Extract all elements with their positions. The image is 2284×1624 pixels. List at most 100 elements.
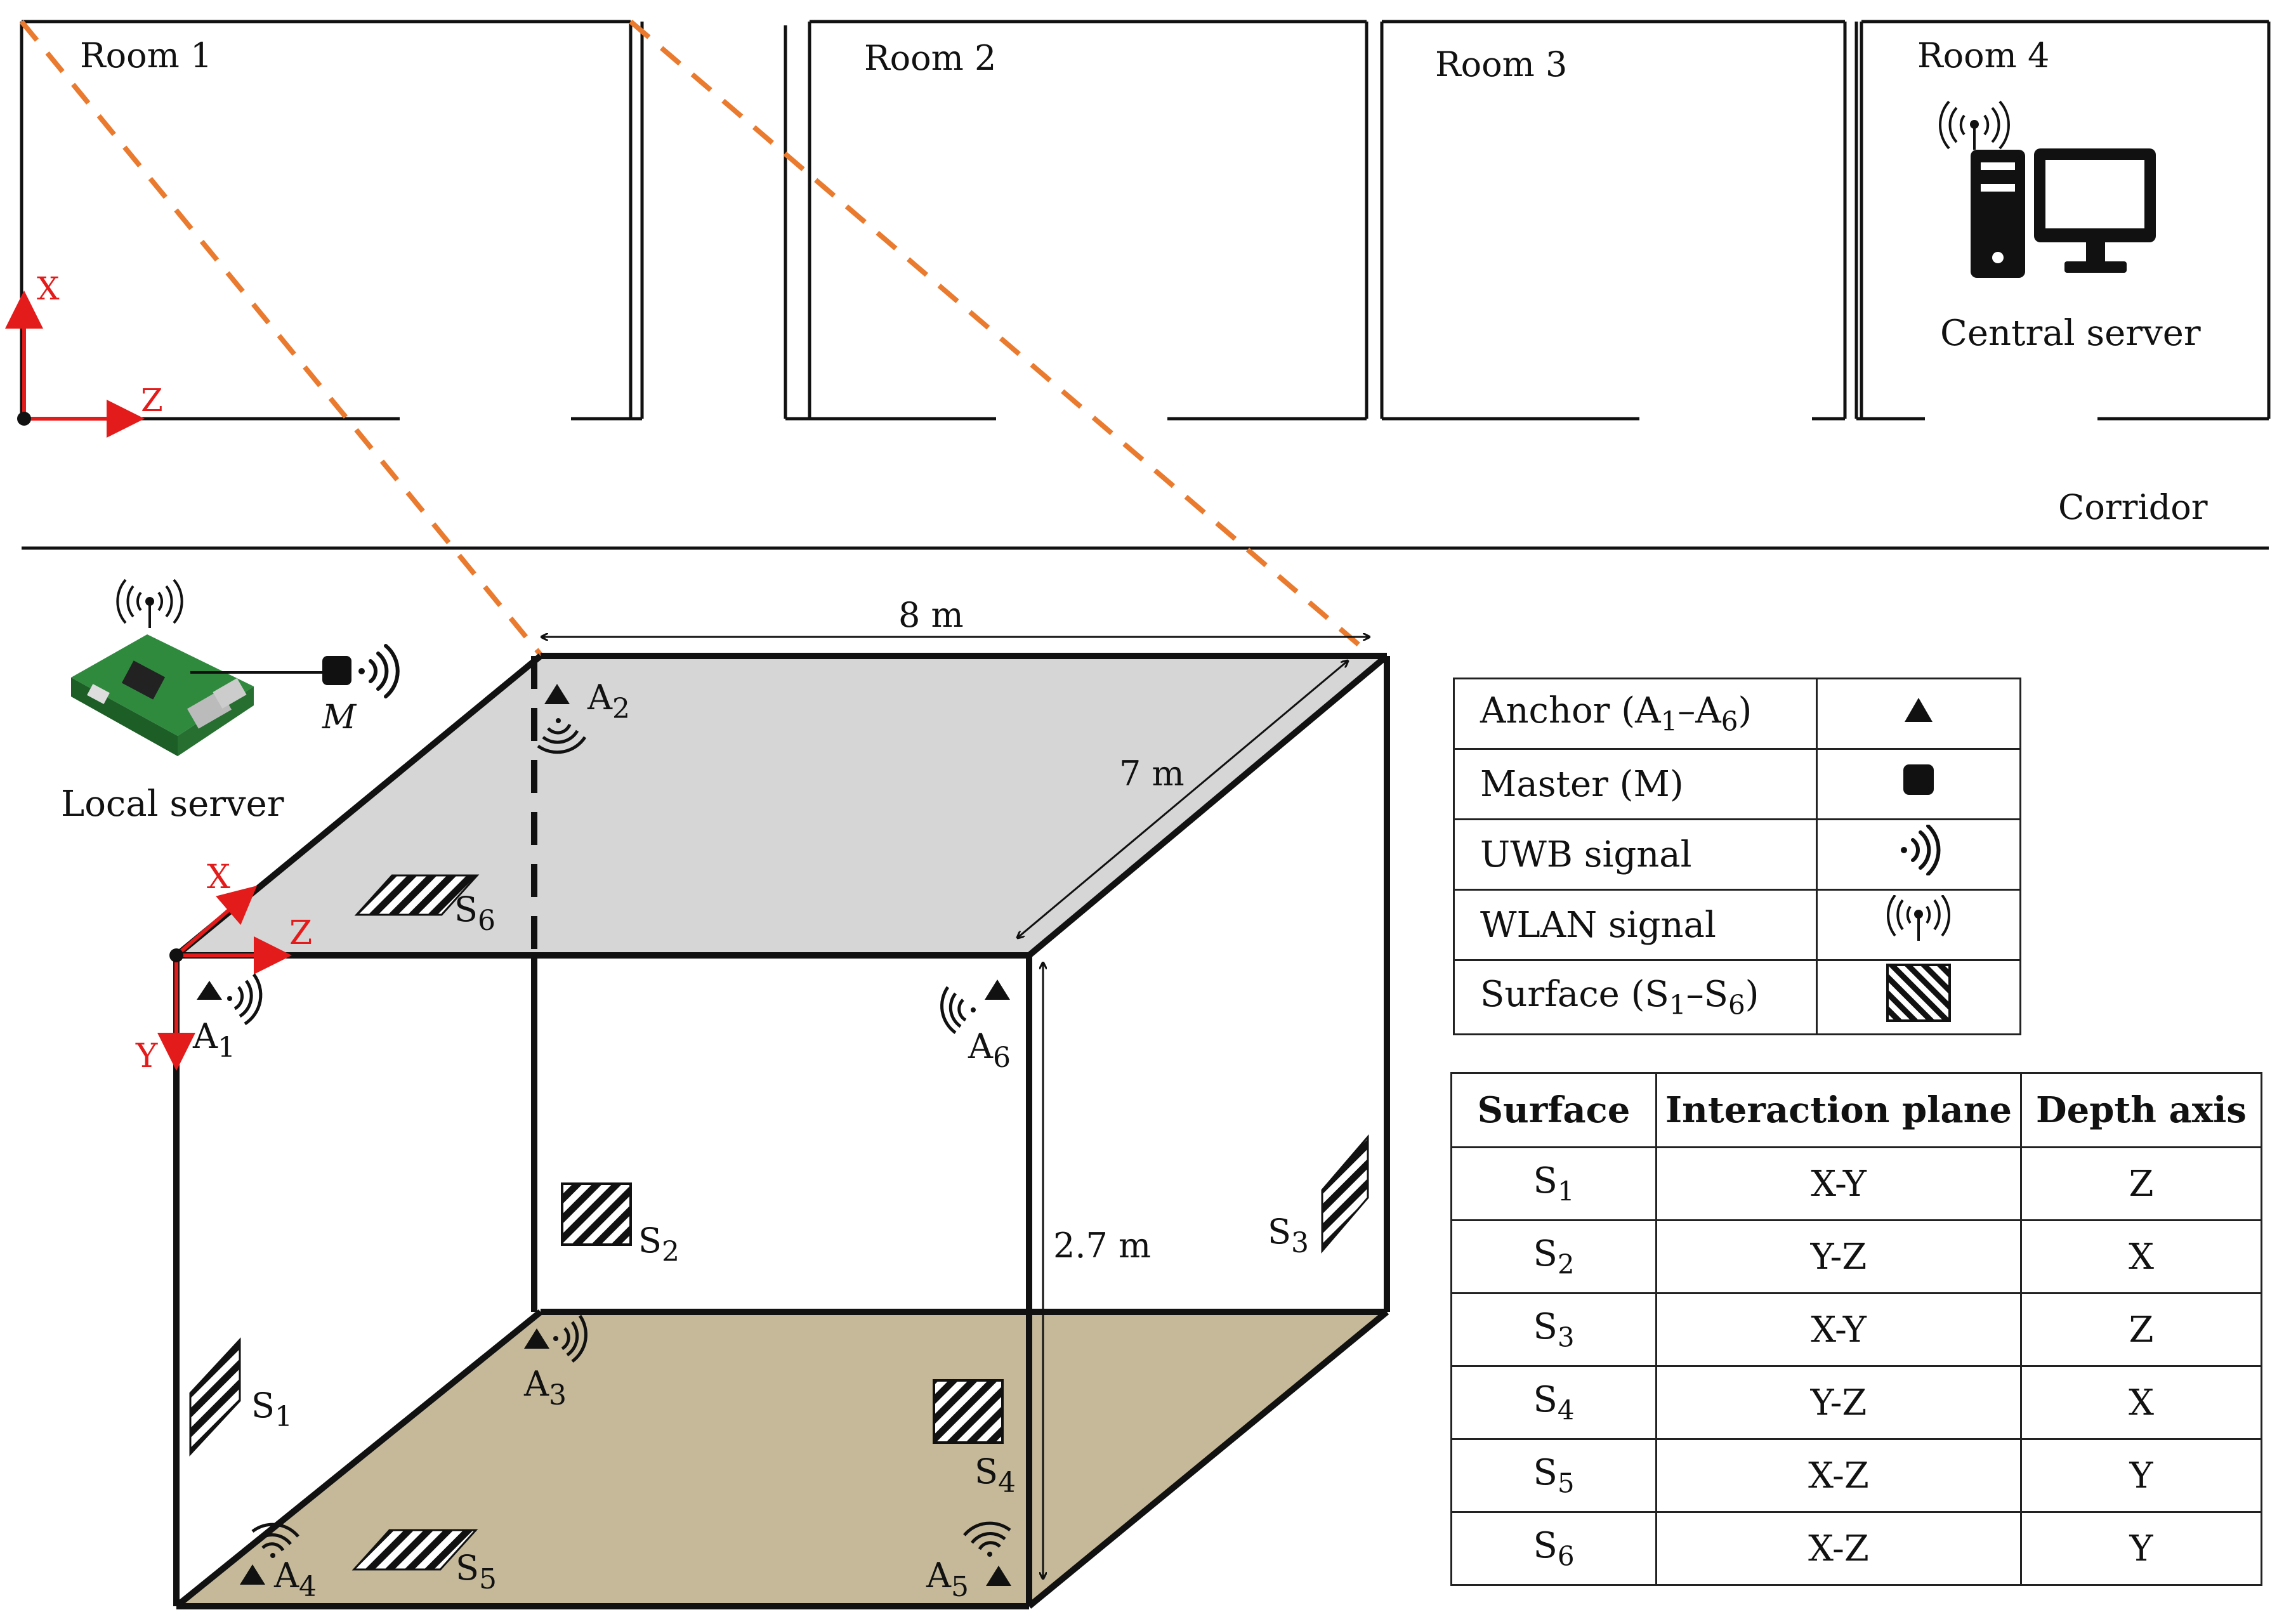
master-label: M <box>322 698 357 737</box>
projection-lines <box>19 19 1372 657</box>
uwb-signal-icon <box>251 1522 299 1558</box>
floor-plan <box>20 20 2271 550</box>
triangle-icon <box>985 979 1010 1000</box>
local-server-icon <box>71 579 330 756</box>
room-box <box>173 653 1390 1609</box>
legend-table: Anchor (A1–A6) Master (M) UWB signal WLA… <box>1453 678 2021 1035</box>
master-uwb-icon <box>358 644 400 698</box>
wlan-signal-icon <box>1886 894 1951 941</box>
svg-text:A5: A5 <box>926 1555 969 1603</box>
central-server-icon <box>1939 100 2156 278</box>
svg-text:S2: S2 <box>638 1221 679 1268</box>
room-y-label: Y <box>135 1037 158 1075</box>
anchor-a3: A3 <box>523 1314 587 1411</box>
uwb-signal-icon <box>553 1314 587 1363</box>
surface-s3: S3 <box>1268 1134 1369 1259</box>
axis-cell: Z <box>2020 1292 2262 1367</box>
svg-text:S3: S3 <box>1268 1212 1309 1259</box>
anchor-a5: A5 <box>926 1521 1011 1603</box>
room-2-label: Room 2 <box>864 38 996 78</box>
plane-cell: Y-Z <box>1655 1219 2022 1294</box>
axis-cell: Z <box>2020 1146 2262 1221</box>
room-4-label: Room 4 <box>1917 36 2049 75</box>
column-header: Interaction plane <box>1655 1072 2022 1148</box>
legend-row-anchor: Anchor (A1–A6) <box>1453 678 2021 750</box>
legend-label: Master (M) <box>1453 748 1818 820</box>
table-header-row: Surface Interaction plane Depth axis <box>1450 1072 2262 1148</box>
triangle-icon <box>197 981 222 1000</box>
table-row: S5 X-Z Y <box>1450 1438 2262 1513</box>
room-4-walls <box>1854 20 2271 421</box>
floorplan-x-label: X <box>37 270 60 307</box>
surface-cell: S5 <box>1450 1438 1657 1513</box>
triangle-icon <box>240 1564 265 1585</box>
legend-row-uwb: UWB signal <box>1453 818 2021 891</box>
room-3-walls <box>1380 20 1847 421</box>
room-axes: X Z Y <box>135 858 312 1075</box>
svg-text:S6: S6 <box>454 889 496 937</box>
local-server-label: Local server <box>61 783 284 825</box>
central-server-label: Central server <box>1940 313 2201 354</box>
column-header: Surface <box>1450 1072 1657 1148</box>
dimensions: 8 m 7 m 2.7 m <box>542 595 1369 1578</box>
hatch-icon <box>1886 964 1951 1022</box>
master-node <box>322 644 400 698</box>
room-3-label: Room 3 <box>1435 44 1567 84</box>
svg-text:S1: S1 <box>251 1385 292 1433</box>
legend-symbol <box>1816 889 2021 961</box>
triangle-icon <box>524 1328 549 1349</box>
legend-row-wlan: WLAN signal <box>1453 889 2021 961</box>
anchor-a6: A6 <box>940 979 1011 1074</box>
uwb-signal-icon <box>940 986 976 1035</box>
surface-cell: S3 <box>1450 1292 1657 1367</box>
legend-row-master: Master (M) <box>1453 748 2021 820</box>
room-x-label: X <box>207 858 230 896</box>
triangle-icon <box>544 684 570 704</box>
svg-text:S4: S4 <box>975 1451 1016 1499</box>
legend-symbol <box>1816 678 2021 750</box>
axis-cell: Y <box>2020 1438 2262 1513</box>
uwb-signal-icon <box>227 973 263 1026</box>
surface-table: Surface Interaction plane Depth axis S1 … <box>1450 1072 2262 1586</box>
plane-cell: Y-Z <box>1655 1365 2022 1440</box>
plane-cell: X-Z <box>1655 1511 2022 1586</box>
plane-cell: X-Y <box>1655 1146 2022 1221</box>
surface-cell: S2 <box>1450 1219 1657 1294</box>
column-header: Depth axis <box>2020 1072 2262 1148</box>
floor-plane <box>176 1312 1387 1606</box>
table-row: S2 Y-Z X <box>1450 1219 2262 1294</box>
room-1-label: Room 1 <box>80 36 212 75</box>
legend-label: WLAN signal <box>1453 889 1818 961</box>
svg-text:A3: A3 <box>523 1364 567 1411</box>
anchor-a2: A2 <box>537 678 630 754</box>
svg-text:A6: A6 <box>968 1026 1011 1074</box>
triangle-icon <box>1905 697 1933 722</box>
local-wlan-icon <box>116 579 183 628</box>
surface-s5: S5 <box>351 1529 497 1595</box>
anchor-a1: A1 <box>192 973 263 1064</box>
legend-row-surface: Surface (S1–S6) <box>1453 959 2021 1035</box>
svg-text:S5: S5 <box>456 1548 497 1595</box>
room-1-walls <box>20 20 644 421</box>
surface-cell: S1 <box>1450 1146 1657 1221</box>
legend-label: UWB signal <box>1453 818 1818 891</box>
surface-cell: S4 <box>1450 1365 1657 1440</box>
uwb-signal-icon <box>537 718 587 754</box>
width-label: 7 m <box>1119 754 1185 794</box>
server-wlan-icon <box>1939 100 2010 150</box>
axis-cell: X <box>2020 1365 2262 1440</box>
uwb-signal-icon <box>963 1521 1011 1557</box>
surface-cell: S6 <box>1450 1511 1657 1586</box>
table-row: S1 X-Y Z <box>1450 1146 2262 1221</box>
legend-label: Anchor (A1–A6) <box>1453 678 1818 750</box>
room-2-walls <box>784 20 1368 421</box>
legend-symbol <box>1816 959 2021 1035</box>
svg-text:A2: A2 <box>587 678 630 725</box>
legend-label: Surface (S1–S6) <box>1453 959 1818 1035</box>
height-label: 2.7 m <box>1053 1226 1151 1266</box>
length-label: 8 m <box>898 595 964 635</box>
plane-cell: X-Y <box>1655 1292 2022 1367</box>
plane-cell: X-Z <box>1655 1438 2022 1513</box>
width-arrow <box>1018 661 1348 938</box>
